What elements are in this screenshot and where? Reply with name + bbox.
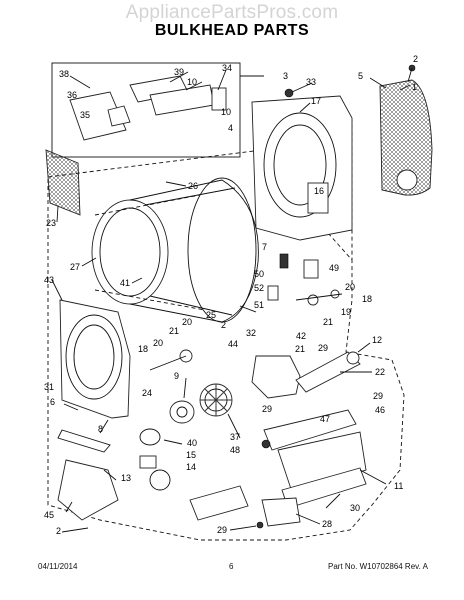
callout-23: 23 [46, 218, 56, 228]
blower-housing [251, 355, 301, 399]
callout-8: 8 [98, 424, 103, 434]
idler-pulley-9 [169, 400, 195, 424]
callout-2c: 2 [56, 526, 61, 536]
part-51 [267, 285, 279, 301]
callout-20a: 20 [345, 282, 355, 292]
callout-50: 50 [254, 269, 264, 279]
callout-17: 17 [311, 96, 321, 106]
callout-16: 16 [314, 186, 324, 196]
callout-5: 5 [358, 71, 363, 81]
leader-lines [51, 69, 411, 533]
callout-47: 47 [320, 414, 330, 424]
callout-1: 1 [412, 82, 417, 92]
part-15 [139, 455, 157, 469]
callout-29d: 29 [217, 525, 227, 535]
callout-32: 32 [246, 328, 256, 338]
callout-44: 44 [228, 339, 238, 349]
rear-bulkhead [251, 95, 353, 241]
tray-14 [189, 485, 249, 521]
callout-labels: 38 39 10 34 36 35 10 4 3 33 17 5 2 1 26 … [44, 54, 418, 536]
callout-12: 12 [372, 335, 382, 345]
callout-22: 22 [375, 367, 385, 377]
thermistor-16 [307, 182, 329, 214]
callout-36: 36 [67, 90, 77, 100]
callout-49: 49 [329, 263, 339, 273]
callout-3: 3 [283, 71, 288, 81]
callout-11: 11 [394, 481, 403, 491]
callout-21a: 21 [169, 326, 179, 336]
seal-40 [139, 428, 161, 446]
callout-20b: 20 [182, 317, 192, 327]
rear-vent-duct [379, 79, 433, 196]
callout-30: 30 [350, 503, 360, 513]
callout-15: 15 [186, 450, 196, 460]
callout-29c: 29 [373, 391, 383, 401]
part-48 [261, 439, 271, 449]
callout-21b: 21 [323, 317, 333, 327]
detail-box [51, 62, 241, 158]
callout-39: 39 [174, 67, 184, 77]
callout-2b: 2 [221, 320, 226, 330]
belt-ring-14 [149, 469, 171, 491]
callout-10: 10 [187, 77, 197, 87]
callout-35: 35 [80, 110, 90, 120]
callout-20c: 20 [153, 338, 163, 348]
callout-6: 6 [50, 397, 55, 407]
callout-27: 27 [70, 262, 80, 272]
callout-14: 14 [186, 462, 196, 472]
callout-40: 40 [187, 438, 197, 448]
lint-screen-grille [45, 149, 81, 216]
callout-7: 7 [262, 242, 267, 252]
drum-front-ring [91, 199, 169, 305]
bearing-33 [284, 88, 294, 98]
callout-19: 19 [341, 307, 351, 317]
callout-10b: 10 [221, 107, 231, 117]
part-35 [107, 105, 131, 127]
callout-38: 38 [59, 69, 69, 79]
callout-18a: 18 [362, 294, 372, 304]
callout-25: 25 [206, 310, 216, 320]
callout-43: 43 [44, 275, 54, 285]
front-bulkhead [59, 299, 131, 419]
callout-41: 41 [120, 278, 130, 288]
screw-29 [256, 521, 264, 529]
callout-33: 33 [306, 77, 316, 87]
part-36 [69, 91, 127, 141]
callout-42: 42 [296, 331, 306, 341]
watermark: AppliancePartsPros.com [125, 2, 339, 23]
callout-21c: 21 [295, 344, 305, 354]
callout-45: 45 [44, 510, 54, 520]
callout-9: 9 [174, 371, 179, 381]
callout-13: 13 [121, 473, 131, 483]
callout-29b: 29 [262, 404, 272, 414]
callout-31: 31 [44, 382, 54, 392]
callout-51: 51 [254, 300, 264, 310]
callout-28: 28 [322, 519, 332, 529]
part-49 [303, 259, 319, 279]
footer-part-no: Part No. W10702864 Rev. A [328, 562, 428, 571]
callout-26: 26 [188, 181, 198, 191]
page-title: BULKHEAD PARTS [154, 22, 310, 39]
callout-4: 4 [228, 123, 233, 133]
duct-11 [277, 431, 367, 493]
callout-46: 46 [375, 405, 385, 415]
footer-page: 6 [229, 562, 234, 571]
callout-18b: 18 [138, 344, 148, 354]
callout-37: 37 [230, 432, 240, 442]
callout-29a: 29 [318, 343, 328, 353]
callout-52: 52 [254, 283, 264, 293]
callout-48: 48 [230, 445, 240, 455]
heater-element [295, 351, 361, 393]
washer-19 [330, 289, 340, 299]
footer-date: 04/11/2014 [38, 562, 78, 571]
drum-rear [187, 177, 257, 323]
callout-34: 34 [222, 63, 232, 73]
part-50 [279, 253, 289, 269]
roller-20 [307, 294, 319, 306]
lint-chute-13 [57, 459, 119, 521]
callout-24: 24 [142, 388, 152, 398]
callout-2a: 2 [413, 54, 418, 64]
bracket-28 [261, 497, 301, 527]
